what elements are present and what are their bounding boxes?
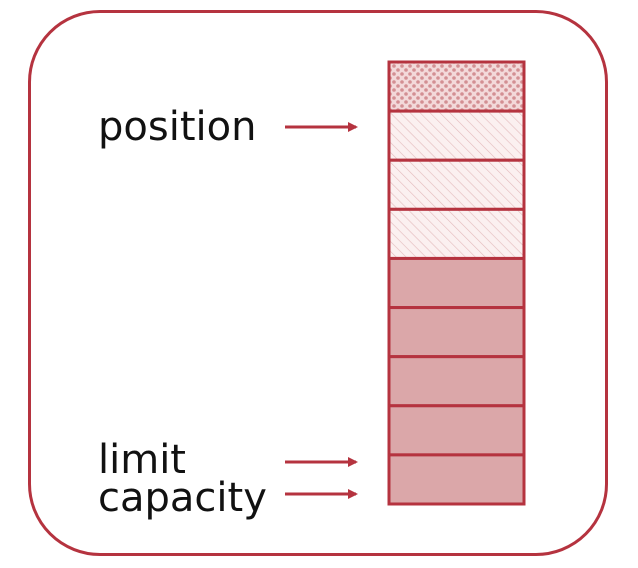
buffer-cells — [387, 60, 526, 506]
position-label: position — [98, 104, 257, 150]
limit-label: limit — [98, 437, 186, 483]
buffer-cell-filled — [387, 355, 526, 408]
buffer-cell-hatched — [387, 158, 526, 211]
buffer-cell-filled — [387, 404, 526, 457]
buffer-cell-hatched — [387, 109, 526, 162]
capacity-label: capacity — [98, 475, 267, 521]
buffer-cell-filled — [387, 453, 526, 506]
buffer-cell-hatched — [387, 207, 526, 260]
buffer-cell-dotted — [387, 60, 526, 113]
buffer-cell-filled — [387, 306, 526, 359]
buffer-cell-filled — [387, 256, 526, 310]
